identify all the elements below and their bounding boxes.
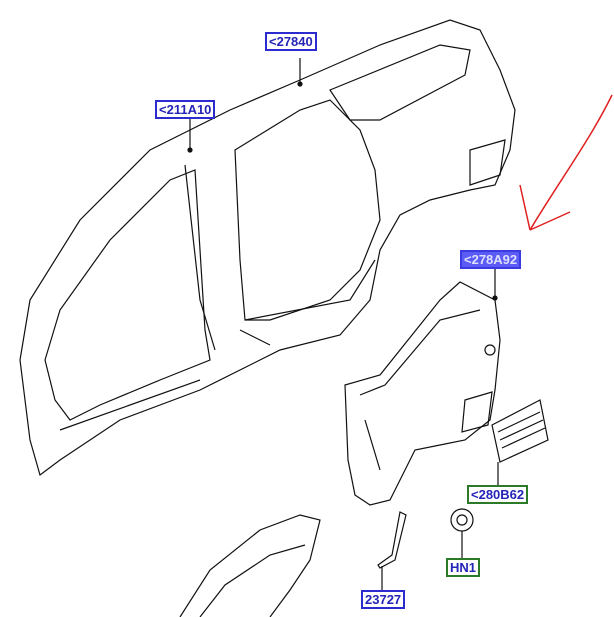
nut-part <box>450 508 474 560</box>
body-side-panel <box>19 19 516 477</box>
part-label-27840[interactable]: <27840 <box>265 32 317 51</box>
vent-grille-part <box>491 399 549 487</box>
rocker-panel <box>179 514 321 617</box>
red-arrow-annotation <box>519 94 613 231</box>
part-label-278A92-selected[interactable]: <278A92 <box>460 250 522 269</box>
part-label-211A10[interactable]: <211A10 <box>155 100 216 119</box>
quarter-panel <box>344 268 501 506</box>
part-label-23727[interactable]: 23727 <box>361 590 406 609</box>
moulding-part <box>377 511 407 592</box>
part-label-280B62[interactable]: <280B62 <box>467 485 529 504</box>
part-label-HN1[interactable]: HN1 <box>446 558 481 577</box>
